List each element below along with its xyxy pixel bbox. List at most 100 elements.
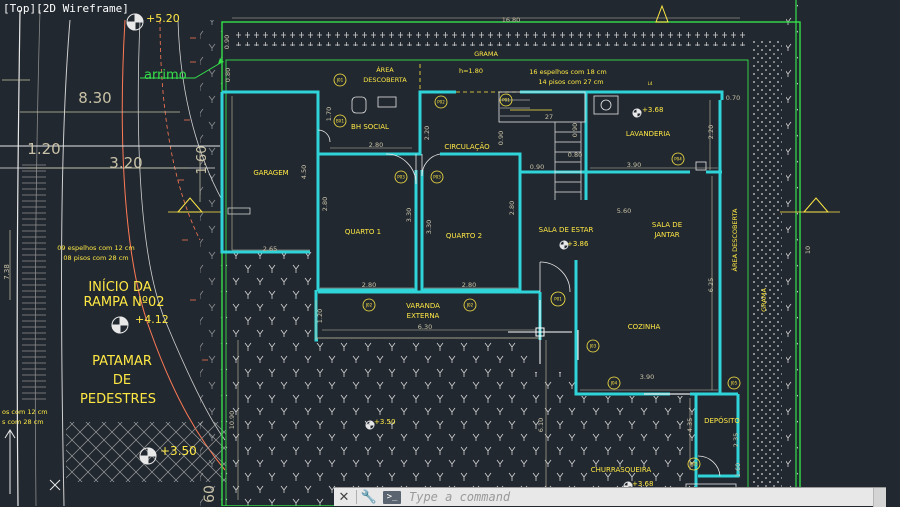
interior-lines (227, 64, 737, 497)
dimension-text: 0.90 (571, 123, 579, 137)
dimension-text: 0.90 (497, 131, 505, 145)
tag-text: P05 (690, 462, 698, 467)
close-icon[interactable]: ✕ (338, 489, 350, 505)
command-scrollbar[interactable] (873, 487, 886, 507)
dimension-text: 2.20 (423, 126, 431, 140)
ramp-start-label: INÍCIO DA (88, 279, 151, 295)
dimension-text: 0.80 (224, 68, 232, 82)
dimension-text: 1.60 (734, 463, 742, 477)
dimension-text: 5.60 (617, 207, 631, 215)
separator (356, 490, 357, 504)
landing-label: DE (113, 373, 131, 388)
level-value: +4.12 (135, 313, 169, 326)
dimension-text: 2.80 (462, 281, 476, 289)
room-label-varanda-externa: VARANDA (406, 302, 440, 310)
tag-text: P02 (437, 100, 445, 105)
dimension-text: 1.20 (316, 309, 324, 323)
room-label-deposito: DEPÓSITO (704, 416, 740, 425)
dimension-text: 6.10 (537, 418, 545, 432)
dimension-text: 8.30 (78, 89, 111, 107)
room-label-area-descoberta: DESCOBERTA (363, 76, 407, 84)
tag-text: J04 (610, 381, 618, 386)
landing-label: PEDESTRES (80, 392, 156, 407)
command-prompt-icon: >_ (383, 490, 401, 504)
dimension-text: 2.80 (321, 197, 329, 211)
viewport-controls-label[interactable]: [Top][2D Wireframe] (3, 2, 129, 15)
tag-text: J02 (466, 303, 474, 308)
room-label-garagem: GARAGEM (253, 169, 288, 177)
room-label-sala-de-jantar: JANTAR (653, 231, 679, 239)
landing-label: PATAMAR (92, 354, 152, 369)
dimension-text: 0.70 (726, 94, 740, 102)
level-value: +3.50 (160, 444, 197, 458)
dimension-text: 6.25 (707, 278, 715, 292)
dimension-text: 3.30 (405, 208, 413, 222)
arrimo-label: arrimo (144, 68, 187, 83)
level-triangle-right (655, 4, 840, 213)
dimension-text: 0.90 (530, 163, 544, 171)
room-label-area-descoberta: ÁREA (376, 65, 394, 74)
dimension-text: 3.90 (640, 373, 654, 381)
dimension-lines (231, 17, 740, 500)
ramp-note: 09 espelhos com 12 cm (57, 244, 134, 252)
dimension-text: 2.20 (707, 125, 715, 139)
ramp-note-partial: os com 12 cm (2, 408, 48, 416)
dimension-text: 2.80 (369, 141, 383, 149)
tag-text: J02 (365, 303, 373, 308)
level-value: +3.68 (642, 106, 663, 114)
dimension-text: 3.90 (627, 161, 641, 169)
stairs-note: 16 espelhos com 18 cm (529, 68, 606, 76)
tag-text: P01 (502, 98, 510, 103)
dimension-text: 10.90 (228, 411, 236, 430)
dimension-text: 7.38 (3, 264, 11, 280)
tag-text: BX1 (336, 119, 344, 124)
dimension-text: 2.80 (508, 201, 516, 215)
level-value: +5.20 (146, 12, 180, 25)
tag-text: J03 (589, 344, 597, 349)
dimension-text: 0.80 (568, 151, 582, 159)
ramp-note: 08 pisos com 28 cm (63, 254, 128, 262)
door-window-tags (333, 73, 741, 471)
label-grama: GRAMA (474, 50, 498, 58)
door-swings (317, 129, 721, 477)
ramp-area (0, 9, 226, 506)
level-value: +3.86 (567, 240, 589, 248)
level-value: +3.50 (374, 418, 395, 426)
dimension-text: 1.20 (27, 140, 60, 158)
dimension-text: 1.70 (325, 107, 333, 121)
stairs-note: 14 pisos com 27 cm (538, 78, 603, 86)
dimension-text: 3.30 (425, 220, 433, 234)
ramp-note-partial: s com 28 cm (2, 418, 44, 426)
level-value: +3.68 (632, 480, 653, 488)
room-label-cozinha: COZINHA (628, 323, 661, 331)
room-label-sala-de-jantar: SALA DE (652, 221, 682, 229)
tag-text: J05 (730, 381, 738, 386)
tag-text: P03 (433, 175, 441, 180)
room-label-quarto-1: QUARTO 1 (345, 228, 381, 236)
tag-text: P04 (674, 157, 682, 162)
command-input[interactable] (407, 487, 873, 507)
tag-text: L4 (648, 81, 653, 86)
room-label-circulacao: CIRCULAÇÃO (444, 142, 490, 151)
dimension-text: 60 (202, 485, 218, 503)
dimension-text: 2.65 (263, 245, 277, 253)
room-label-churrasqueira: CHURRASQUEIRA (591, 466, 652, 474)
property-boundary (221, 0, 801, 506)
dimension-text: 10 (804, 246, 812, 254)
tag-text: P03 (397, 175, 405, 180)
dimension-text: 27 (545, 113, 553, 121)
dimension-text: 16.80 (502, 16, 521, 24)
dimension-text: 4.50 (300, 165, 308, 179)
room-label-sala-de-estar: SALA DE ESTAR (539, 226, 594, 234)
dimension-text: 0.90 (223, 35, 231, 49)
command-line-bar: ✕ 🔧 >_ (334, 487, 886, 507)
dimension-text: 2.80 (362, 281, 376, 289)
room-label-quarto-2: QUARTO 2 (446, 232, 482, 240)
crosshair-cursor (508, 300, 572, 364)
room-label-varanda-externa: EXTERNA (407, 312, 440, 320)
wrench-icon[interactable]: 🔧 (360, 489, 378, 505)
dimension-text: 1.60 (195, 146, 210, 175)
tag-text: P01 (554, 297, 562, 302)
room-label-area-descoberta-vertical: ÁREA DESCOBERTA (730, 208, 739, 272)
